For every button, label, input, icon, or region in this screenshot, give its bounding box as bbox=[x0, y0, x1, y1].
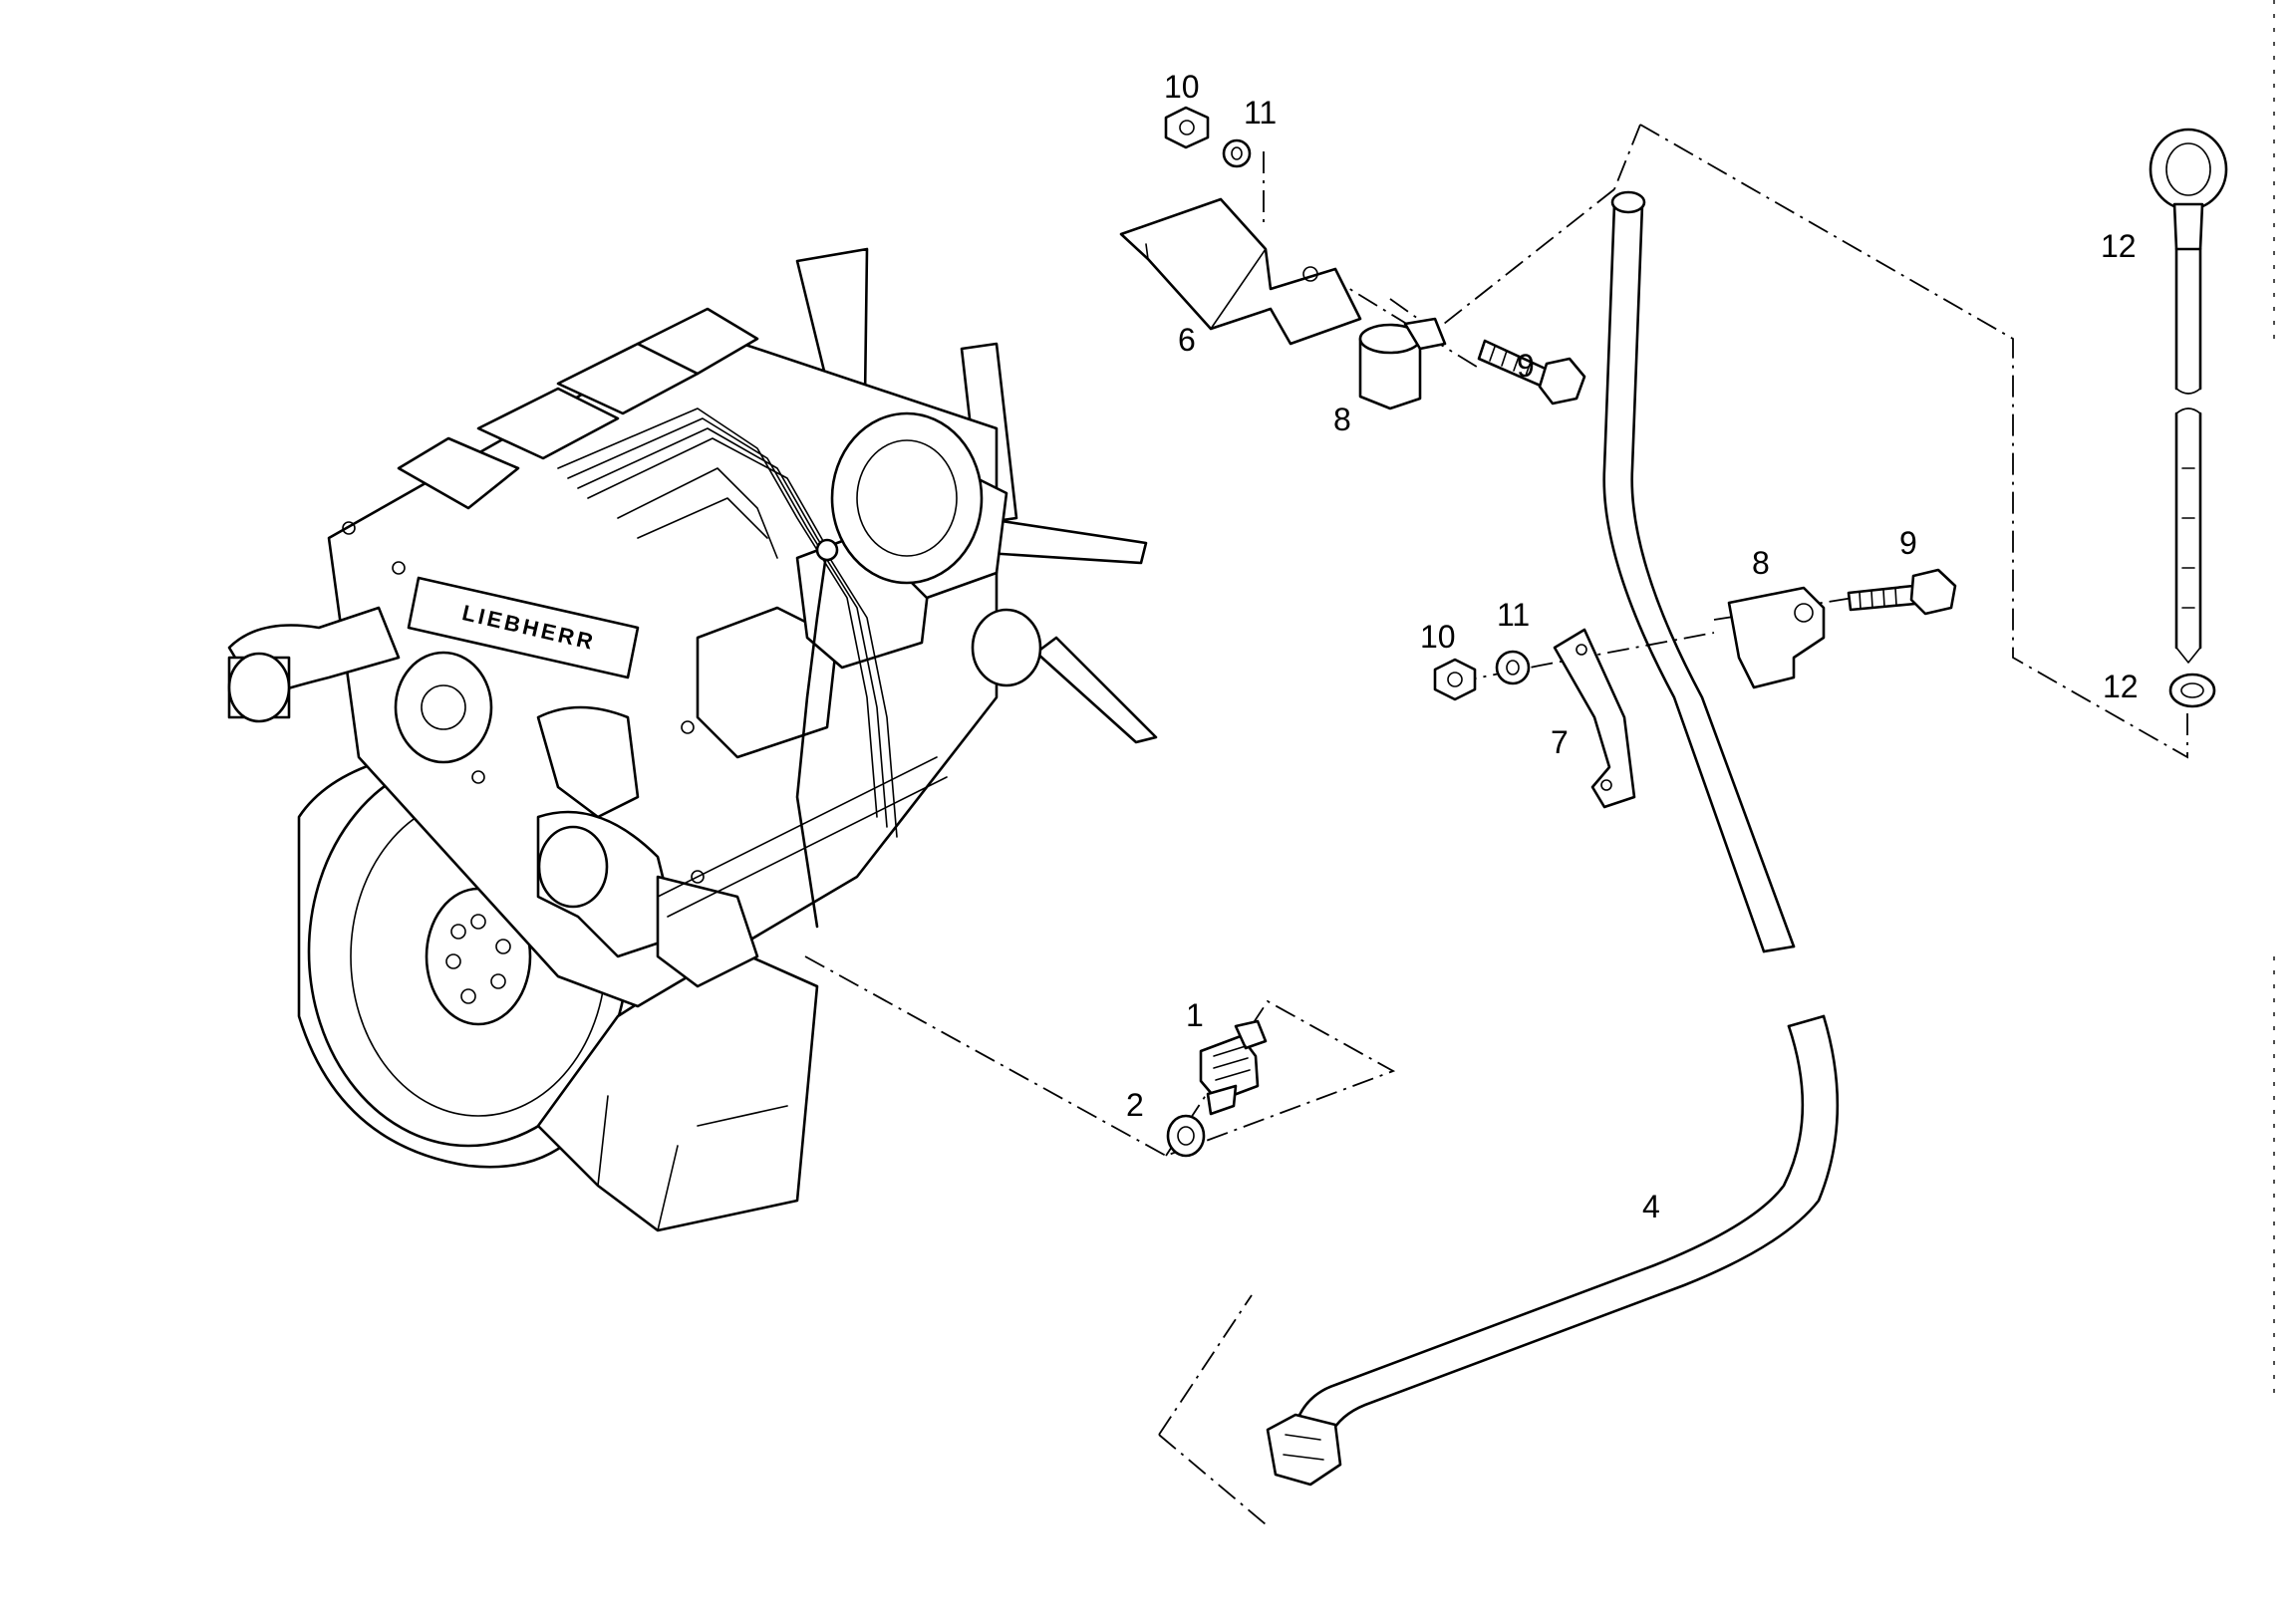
washer-part-11-top bbox=[1222, 138, 1252, 168]
callout-12-top: 12 bbox=[2101, 228, 2137, 264]
callout-4: 4 bbox=[1642, 1189, 1660, 1224]
nut-part-10-top bbox=[1164, 106, 1210, 149]
nut-part-10-mid bbox=[1433, 658, 1477, 701]
callout-labels: 10 11 6 9 8 12 8 9 10 11 7 12 1 2 4 bbox=[1126, 69, 2139, 1224]
washer-part-11-mid bbox=[1495, 650, 1531, 685]
clamp-part-8-mid bbox=[1727, 586, 1826, 689]
dipstick-guide-tube-part-4 bbox=[1266, 190, 1840, 1487]
callout-11-top: 11 bbox=[1244, 95, 1277, 131]
callout-8-top: 8 bbox=[1333, 402, 1351, 437]
callout-10-mid: 10 bbox=[1420, 619, 1456, 655]
callout-1: 1 bbox=[1186, 997, 1204, 1033]
bracket-part-7 bbox=[1553, 628, 1636, 809]
engine-block: LIEBHERR bbox=[227, 307, 1042, 1008]
callout-9-mid: 9 bbox=[1899, 525, 1917, 561]
bracket-part-6 bbox=[1119, 197, 1362, 346]
bolt-part-9-mid bbox=[1847, 568, 1957, 616]
seal-part-12-bottom bbox=[2168, 673, 2216, 708]
callout-12-bottom: 12 bbox=[2103, 669, 2139, 704]
callout-6: 6 bbox=[1178, 322, 1196, 358]
sender-part-1 bbox=[1199, 1019, 1268, 1116]
reference-lines bbox=[804, 124, 2188, 1525]
callout-8-mid: 8 bbox=[1752, 545, 1770, 581]
callout-2: 2 bbox=[1126, 1087, 1144, 1123]
clamp-part-8-top bbox=[1358, 317, 1447, 410]
dipstick-part-12 bbox=[2149, 128, 2228, 664]
callout-9-top: 9 bbox=[1517, 348, 1535, 384]
engine-illustration: LIEBHERR bbox=[227, 247, 1158, 1232]
seal-ring-part-2 bbox=[1166, 1114, 1206, 1158]
callout-10-top: 10 bbox=[1164, 69, 1200, 105]
callout-11-mid: 11 bbox=[1497, 597, 1530, 633]
bolt-part-9-top bbox=[1477, 339, 1586, 406]
callout-7: 7 bbox=[1551, 724, 1569, 760]
